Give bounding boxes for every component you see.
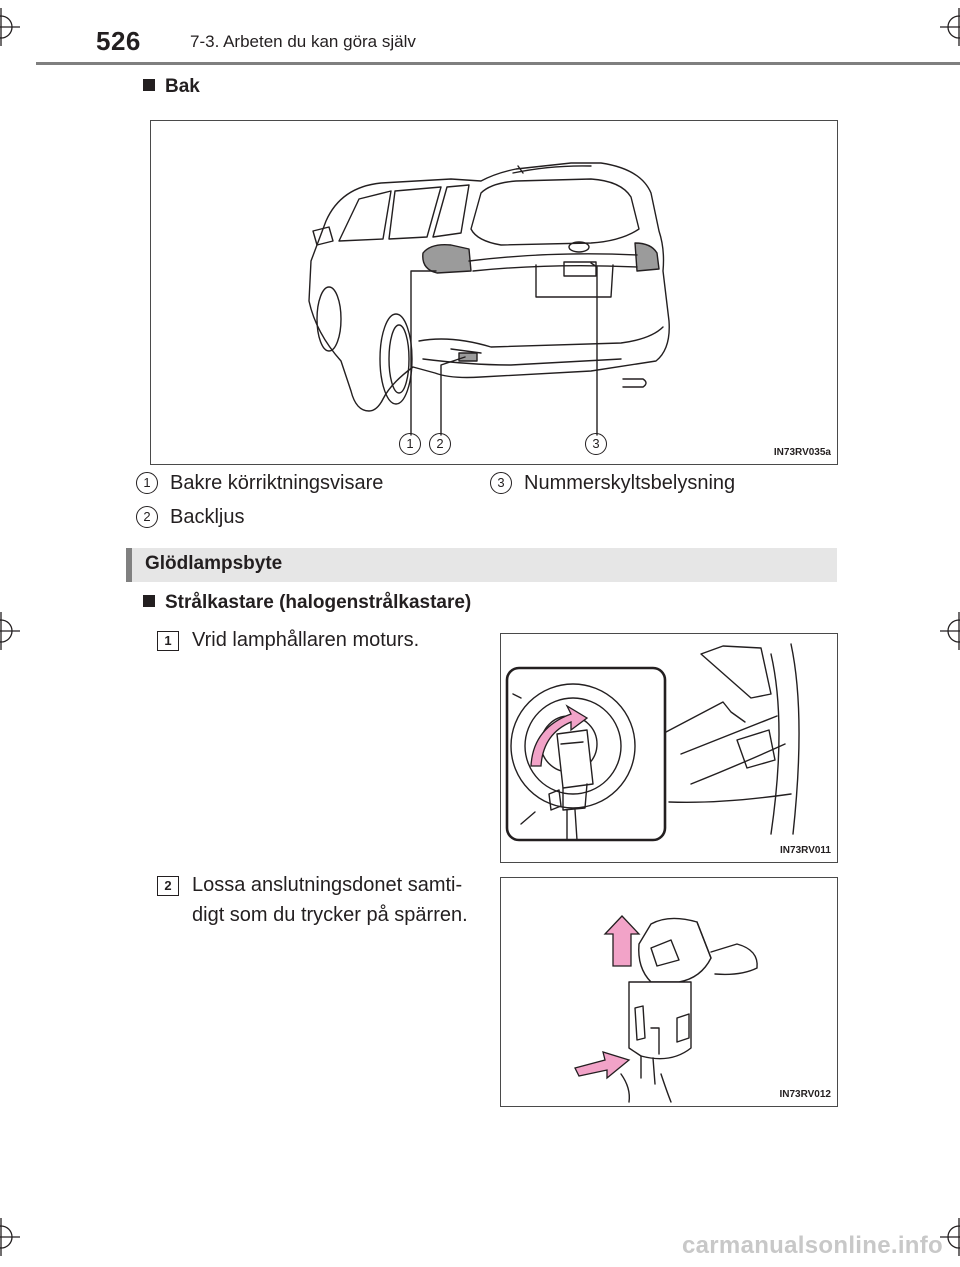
- up-arrow-icon: [603, 915, 641, 967]
- registration-mark-icon: [940, 8, 960, 46]
- legend-item-2: 2: [136, 506, 158, 528]
- registration-mark-icon: [940, 1218, 960, 1256]
- section-band: [126, 548, 837, 582]
- legend-number: 1: [136, 472, 158, 494]
- callout-3-label: 3: [585, 433, 607, 455]
- registration-mark-icon: [0, 1218, 20, 1256]
- legend-item-1: 1: [136, 472, 158, 494]
- step-number: 2: [157, 876, 179, 896]
- callout-1-label: 1: [399, 433, 421, 455]
- step-1-text: Vrid lamphållaren moturs.: [192, 629, 420, 651]
- headlight-subheading: Strålkastare (halogenstrålkastare): [143, 592, 471, 614]
- legend-number: 3: [490, 472, 512, 494]
- header-rule: [36, 62, 960, 65]
- step-2-figure: IN73RV012: [500, 877, 838, 1107]
- legend-number: 2: [136, 506, 158, 528]
- section-title: 7-3. Arbeten du kan göra själv: [190, 32, 416, 51]
- rear-heading-label: Bak: [165, 76, 200, 97]
- push-arrow-icon: [574, 1051, 631, 1080]
- callout-2: 2: [429, 433, 451, 455]
- figure-code: IN73RV011: [780, 845, 831, 856]
- figure-code: IN73RV035a: [773, 447, 831, 458]
- registration-mark-icon: [0, 612, 20, 650]
- step-1-figure: IN73RV011: [500, 633, 838, 863]
- headlight-socket-illustration: [505, 643, 800, 842]
- callout-1: 1: [399, 433, 421, 455]
- step-2-text-line2: digt som du trycker på spärren.: [192, 904, 468, 926]
- page-number: 526: [96, 26, 141, 56]
- registration-mark-icon: [940, 612, 960, 650]
- rear-car-figure: 1 2 3 IN73RV035a: [150, 120, 838, 465]
- headlight-subheading-label: Strålkastare (halogenstrålkastare): [165, 592, 472, 613]
- legend-text-1: Bakre körriktningsvisare: [170, 472, 384, 494]
- rear-heading: Bak: [143, 76, 200, 98]
- legend-text-2: Backljus: [170, 506, 245, 528]
- connector-illustration: [574, 915, 758, 1103]
- registration-mark-icon: [0, 8, 20, 46]
- section-band-title: Glödlampsbyte: [145, 553, 283, 574]
- legend-item-3: 3: [490, 472, 512, 494]
- square-bullet-icon: [143, 595, 155, 607]
- square-bullet-icon: [143, 79, 155, 91]
- figure-code: IN73RV012: [779, 1089, 831, 1100]
- footer-watermark: carmanualsonline.info: [682, 1232, 944, 1259]
- rotate-arrow-icon: [530, 704, 589, 767]
- step-number: 1: [157, 631, 179, 651]
- step-2-text-line1: Lossa anslutningsdonet samti-: [192, 874, 463, 896]
- callout-3: 3: [585, 433, 607, 455]
- rear-car-illustration: [308, 162, 670, 436]
- legend-text-3: Nummerskyltsbelysning: [524, 472, 736, 494]
- callout-2-label: 2: [429, 433, 451, 455]
